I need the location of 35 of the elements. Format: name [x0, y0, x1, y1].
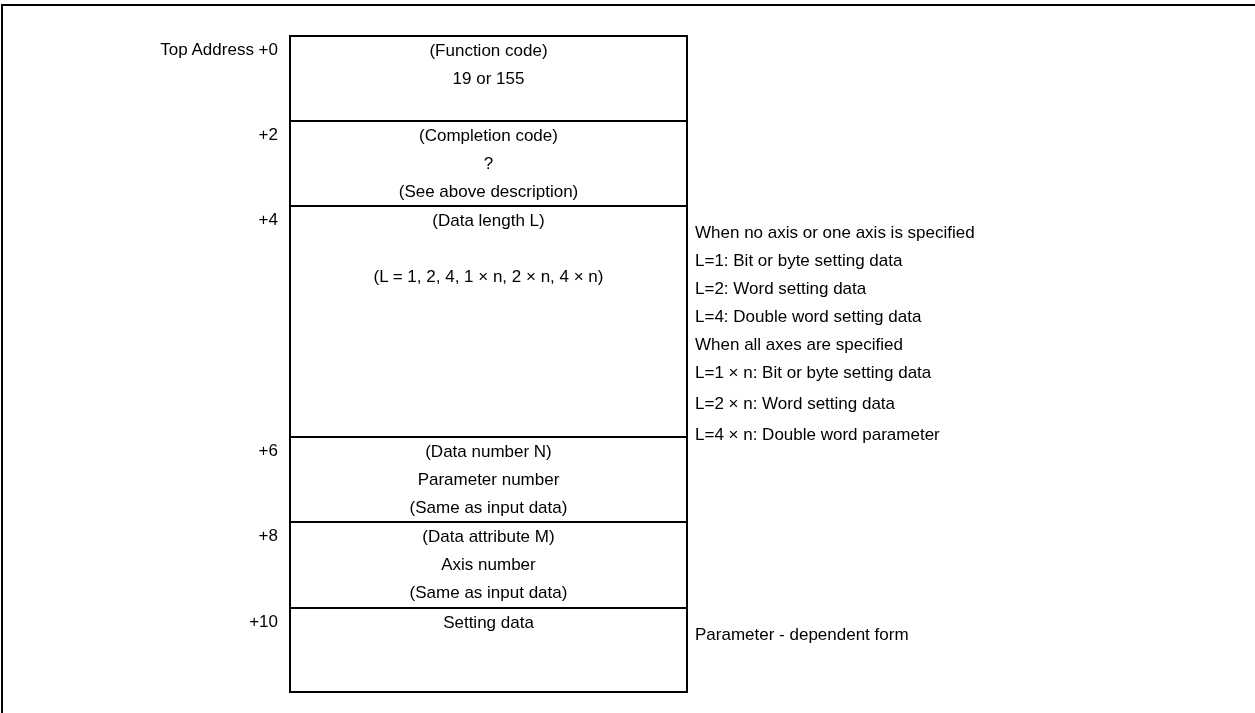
offset-label: Top Address +0 — [159, 39, 278, 61]
offset-label: +2 — [257, 124, 278, 146]
field-heading: (Completion code) — [418, 125, 559, 147]
memory-cell — [289, 205, 688, 438]
field-heading: (Data number N) — [424, 441, 553, 463]
note-text: L=4 × n: Double word parameter — [695, 424, 940, 446]
field-text: 19 or 155 — [451, 68, 526, 90]
field-text: Axis number — [440, 554, 537, 576]
field-heading: (Data attribute M) — [421, 526, 556, 548]
note-text: L=4: Double word setting data — [695, 306, 922, 328]
note-text: L=2 × n: Word setting data — [695, 393, 896, 415]
note-text: When no axis or one axis is specified — [695, 222, 975, 244]
offset-label: +8 — [257, 525, 278, 547]
note-text: L=1: Bit or byte setting data — [695, 250, 903, 272]
field-text: (L = 1, 2, 4, 1 × n, 2 × n, 4 × n) — [372, 266, 605, 288]
note-text: L=1 × n: Bit or byte setting data — [695, 362, 932, 384]
field-heading: (Data length L) — [431, 210, 546, 232]
field-heading: (Function code) — [428, 40, 549, 62]
field-text: (See above description) — [397, 181, 580, 203]
field-text: ? — [482, 153, 495, 175]
field-text: (Same as input data) — [408, 497, 569, 519]
note-text: L=2: Word setting data — [695, 278, 867, 300]
offset-label: +6 — [257, 440, 278, 462]
memory-cell — [289, 120, 688, 207]
note-text: When all axes are specified — [695, 334, 903, 356]
memory-cell — [289, 436, 688, 523]
field-heading: Setting data — [442, 612, 535, 634]
memory-cell — [289, 521, 688, 609]
note-text: Parameter - dependent form — [695, 624, 909, 646]
memory-cell — [289, 35, 688, 122]
field-text: (Same as input data) — [408, 582, 569, 604]
field-text: Parameter number — [416, 469, 561, 491]
offset-label: +10 — [248, 611, 278, 633]
offset-label: +4 — [257, 209, 278, 231]
memory-cell — [289, 607, 688, 693]
